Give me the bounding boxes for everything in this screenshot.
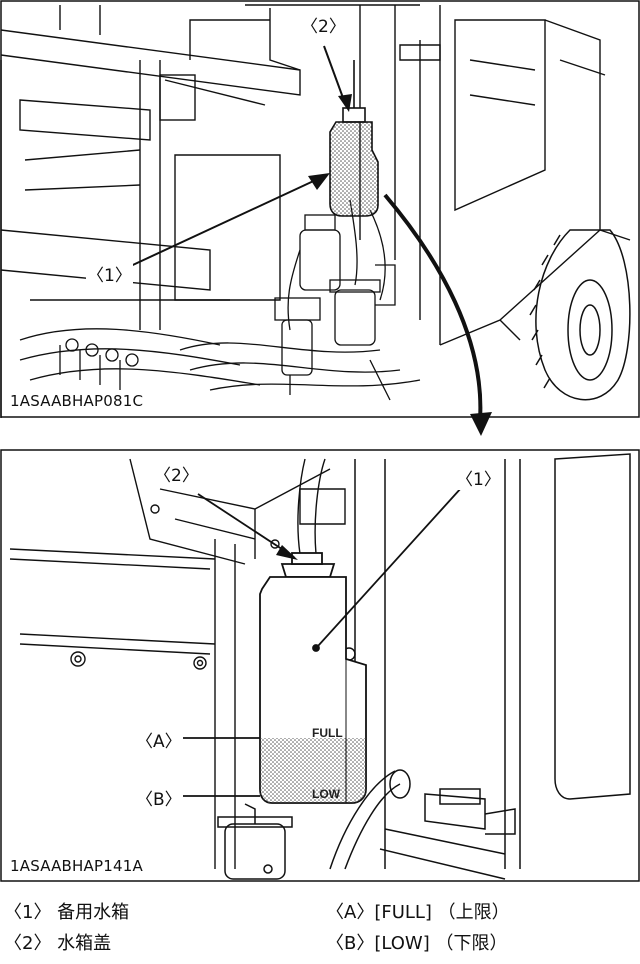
legend: 〈1〉 备用水箱 〈2〉 水箱盖 〈A〉[FULL] （上限） 〈B〉[LOW]… xyxy=(0,896,640,964)
overview-illustration: 〈2〉 〈1〉 1ASAABHAP081C xyxy=(0,0,640,418)
figure-code-top: 1ASAABHAP081C xyxy=(8,392,146,410)
callout-1-detail: 〈1〉 xyxy=(455,465,502,490)
callout-a-detail: 〈A〉 xyxy=(135,727,183,752)
figure-code-detail: 1ASAABHAP141A xyxy=(8,857,145,875)
callout-1-top: 〈1〉 xyxy=(86,261,133,286)
legend-item-tank-cap: 〈2〉 水箱盖 xyxy=(4,933,112,954)
callout-2-top: 〈2〉 xyxy=(300,12,347,37)
full-mark: FULL xyxy=(312,726,343,740)
callout-b-detail: 〈B〉 xyxy=(135,785,183,810)
legend-item-full-level: 〈A〉[FULL] （上限） xyxy=(326,902,510,923)
detail-drawing xyxy=(0,449,640,882)
detail-illustration: 〈2〉 〈1〉 〈A〉 〈B〉 FULL LOW 1ASAABHAP141A xyxy=(0,449,640,882)
legend-item-low-level: 〈B〉[LOW] （下限） xyxy=(326,933,508,954)
transition-arrow xyxy=(470,412,492,436)
callout-2-detail: 〈2〉 xyxy=(153,461,200,486)
legend-item-reserve-tank: 〈1〉 备用水箱 xyxy=(4,902,130,923)
overview-drawing xyxy=(0,0,640,418)
low-mark: LOW xyxy=(312,787,340,801)
